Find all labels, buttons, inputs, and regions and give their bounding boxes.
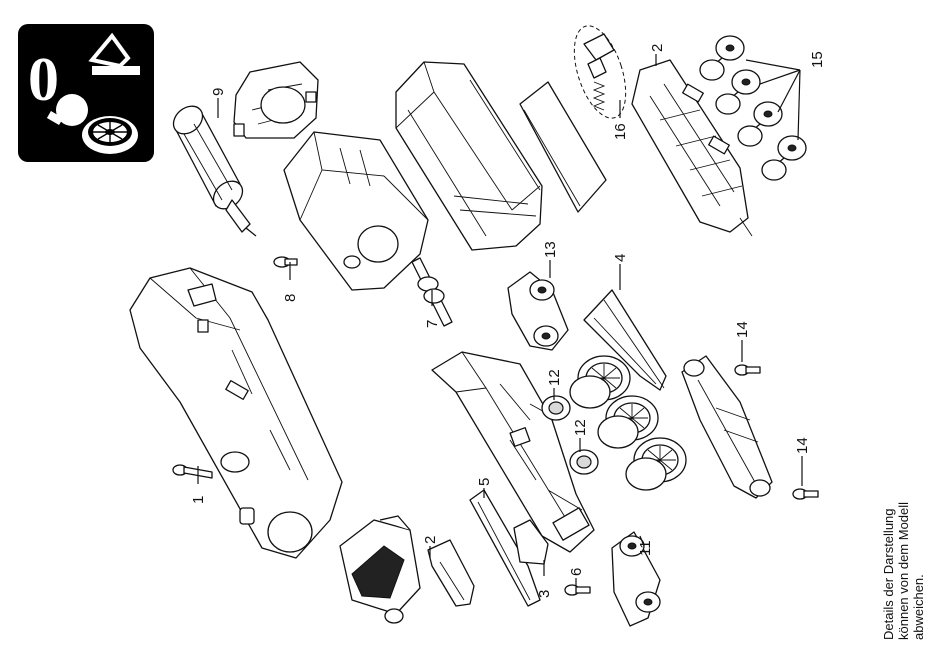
smokebox-2	[340, 516, 420, 623]
gear-housing	[284, 132, 428, 290]
callout-15: 15	[809, 51, 826, 68]
gear-12-a	[542, 396, 570, 420]
screw-6	[565, 585, 590, 595]
locomotive-body	[130, 268, 342, 558]
chassis-frame	[432, 352, 594, 552]
pin-14-b	[793, 489, 818, 499]
icon-badge: 0	[18, 24, 154, 162]
pin-14-a	[735, 365, 760, 375]
gear-12-b	[570, 450, 598, 474]
callout-2-smokebox: 2	[422, 536, 439, 544]
badge-symbol: 0	[28, 46, 59, 114]
callout-3: 3	[536, 590, 553, 598]
note-line-3: abweichen.	[911, 574, 926, 640]
screw-1	[173, 465, 212, 478]
callout-14-b: 14	[794, 437, 811, 454]
wheel-icon	[82, 116, 138, 154]
coupling-spring	[564, 20, 636, 125]
motor-bracket	[234, 62, 318, 138]
callout-12-b: 12	[572, 419, 589, 436]
callout-2-tender: 2	[649, 44, 666, 52]
note-line-2: können von dem Modell	[896, 502, 911, 640]
callout-1: 1	[190, 496, 207, 504]
callout-6: 6	[568, 568, 585, 576]
callout-16: 16	[612, 123, 629, 140]
callout-12-a: 12	[546, 369, 563, 386]
callout-8: 8	[282, 294, 299, 302]
note-line-1: Details der Darstellung	[881, 508, 896, 640]
callout-11: 11	[637, 540, 654, 556]
callout-14-a: 14	[734, 321, 751, 338]
front-bogie-13	[508, 272, 568, 350]
bracket-2	[428, 540, 474, 606]
callout-9: 9	[210, 88, 227, 96]
disclaimer-note: Details der Darstellung können von dem M…	[881, 502, 926, 640]
underframe	[682, 356, 772, 498]
callout-13: 13	[542, 241, 559, 258]
callout-7: 7	[424, 320, 441, 328]
callout-4: 4	[612, 254, 629, 262]
screw-8	[274, 257, 297, 267]
callout-5: 5	[476, 478, 493, 486]
